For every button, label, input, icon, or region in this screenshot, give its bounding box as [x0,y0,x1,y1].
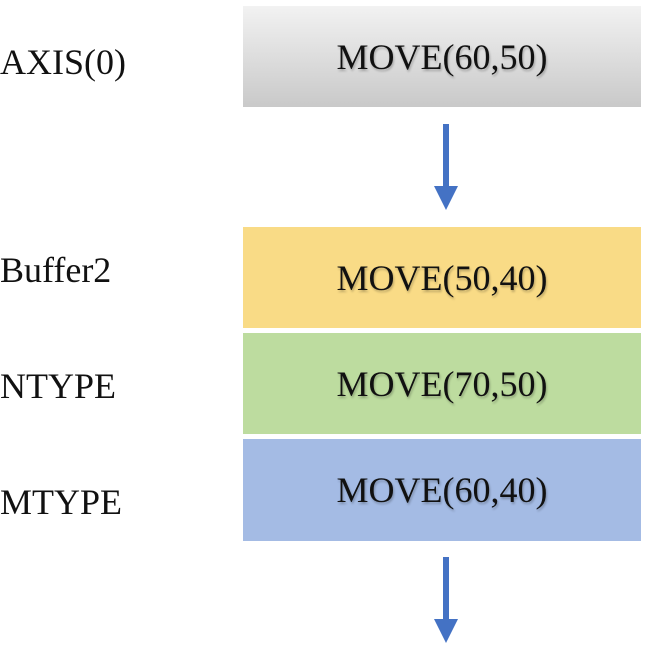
arrow-down-icon [434,557,458,643]
mtype-command-box: MOVE(60,40) [243,439,641,541]
arrow-down-icon [434,124,458,210]
axis-label: AXIS(0) [0,42,126,82]
axis-command-text: MOVE(60,50) [336,36,548,77]
ntype-command-box: MOVE(70,50) [243,333,641,434]
ntype-label: NTYPE [0,366,116,406]
axis-command-box: MOVE(60,50) [243,6,641,107]
buffer2-command-text: MOVE(50,40) [336,257,548,298]
ntype-command-text: MOVE(70,50) [336,363,548,404]
mtype-command-text: MOVE(60,40) [336,470,548,510]
buffer2-label: Buffer2 [0,250,112,290]
mtype-label: MTYPE [0,482,123,522]
buffer2-command-box: MOVE(50,40) [243,227,641,328]
